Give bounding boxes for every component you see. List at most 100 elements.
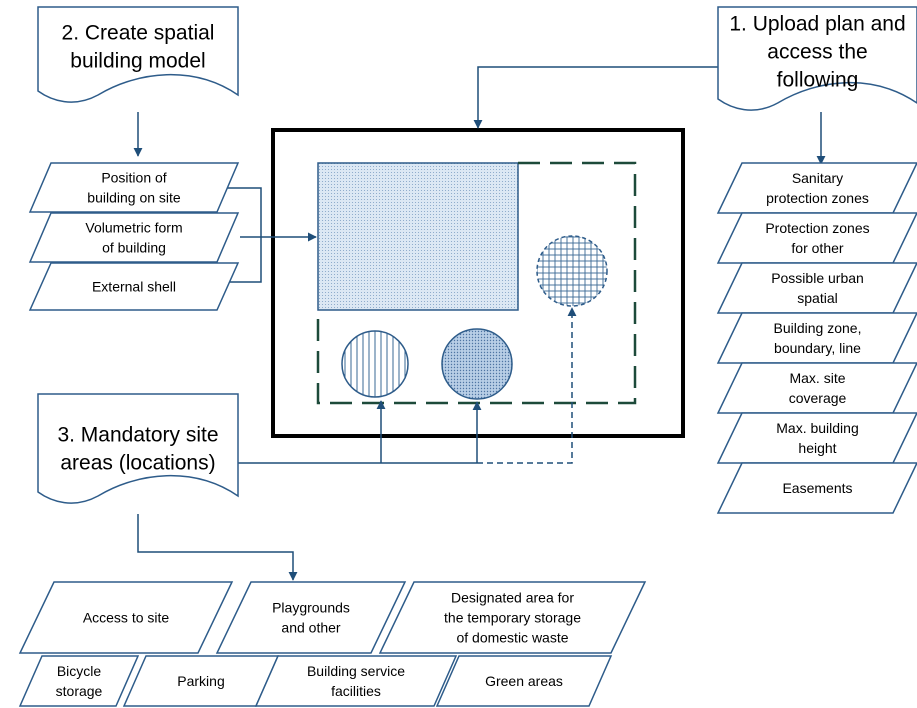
text-line: Building zone, (774, 320, 862, 336)
box-label: Protection zones for other (765, 220, 869, 256)
plan-item: Max. building height (716, 412, 917, 464)
box-label: Building zone, boundary, line (774, 320, 862, 356)
box-label: Playgrounds and other (272, 600, 350, 636)
document-shape (37, 6, 239, 103)
text-line: building on site (87, 190, 181, 206)
text-line: height (798, 440, 836, 456)
text-line: coverage (789, 390, 847, 406)
box-label: External shell (92, 279, 176, 295)
text-line: 2. Create spatial (62, 22, 215, 45)
text-line: of building (102, 240, 166, 256)
model-item: External shell (28, 262, 240, 311)
doc-mandatory-site-areas: 3. Mandatory site areas (locations) (37, 393, 239, 504)
text-line: 1. Upload plan and (729, 13, 905, 36)
box-label: Parking (177, 673, 224, 689)
doc-upload-plan: 1. Upload plan and access the following (717, 6, 917, 111)
connectors (133, 66, 826, 581)
text-line: Protection zones (765, 220, 869, 236)
arrow-mandatory-to-list (137, 514, 298, 581)
text-line: areas (locations) (60, 452, 215, 475)
text-line: spatial (797, 290, 837, 306)
text-line: Designated area for (451, 590, 574, 606)
box-label: Designated area for the temporary storage… (444, 590, 581, 646)
text-line: for other (791, 240, 843, 256)
bracket-model-items (226, 187, 262, 283)
text-line: Easements (782, 480, 852, 496)
parallelogram-shape (28, 212, 240, 263)
text-line: Parking (177, 673, 224, 689)
text-line: building model (70, 50, 205, 73)
parallelogram-shape (28, 162, 240, 213)
document-shapes: 2. Create spatial building model 1. Upload… (37, 6, 917, 504)
box-label: Easements (782, 480, 852, 496)
text-line: Possible urban (771, 270, 864, 286)
text-line: Sanitary (792, 170, 843, 186)
document-title: 2. Create spatial building model (62, 22, 215, 73)
text-line: 3. Mandatory site (57, 424, 218, 447)
box-label: Max. site coverage (789, 370, 847, 406)
parallelogram-shape (18, 581, 234, 654)
text-line: External shell (92, 279, 176, 295)
box-label: Bicycle storage (56, 663, 103, 699)
plan-item: Max. site coverage (716, 362, 917, 414)
text-line: the temporary storage (444, 610, 581, 626)
box-label: Green areas (485, 673, 563, 689)
zone-circle-grid-dashed (536, 235, 608, 307)
box-label: Max. building height (776, 420, 859, 456)
box-label: Building service facilities (307, 663, 405, 699)
document-shape (717, 6, 917, 111)
model-item: Volumetric form of building (28, 212, 240, 263)
text-line: Max. site (789, 370, 845, 386)
plan-item: Building zone, boundary, line (716, 312, 917, 364)
plan-item: Easements (716, 462, 917, 514)
building-footprint (317, 162, 519, 311)
site-area-item: Building service facilities (254, 655, 458, 707)
site-plan-frame (271, 128, 685, 438)
text-line: boundary, line (774, 340, 861, 356)
model-item: Position of building on site (28, 162, 240, 213)
site-area-item: Bicycle storage (18, 655, 140, 707)
plan-item: Protection zones for other (716, 212, 917, 264)
text-line: Building service (307, 663, 405, 679)
zone-circle-filled (441, 328, 513, 400)
box-label: Possible urban spatial (771, 270, 864, 306)
text-line: Access to site (83, 610, 170, 626)
text-line: storage (56, 683, 103, 699)
text-line: Playgrounds (272, 600, 350, 616)
box-label: Sanitary protection zones (766, 170, 869, 206)
parallelogram-shape (254, 655, 458, 707)
text-line: Bicycle (57, 663, 102, 679)
text-line: Max. building (776, 420, 859, 436)
parallelogram-shape (716, 462, 917, 514)
arrow-upload-to-plan (473, 66, 718, 129)
text-line: and other (281, 620, 340, 636)
site-area-item: Access to site (18, 581, 234, 654)
box-label: Volumetric form of building (85, 220, 182, 256)
parallelogram-shape (435, 655, 613, 707)
text-line: Green areas (485, 673, 563, 689)
document-shape (37, 393, 239, 504)
parallelogram-shape (215, 581, 407, 654)
document-title: 3. Mandatory site areas (locations) (57, 424, 218, 475)
box-label: Access to site (83, 610, 170, 626)
text-line: Position of (101, 170, 166, 186)
parallelogram-shape (28, 262, 240, 311)
text-line: facilities (331, 683, 381, 699)
parallelogram-shape (18, 655, 140, 707)
doc-create-spatial-model: 2. Create spatial building model (37, 6, 239, 103)
arrow-to-circle-3 (477, 307, 577, 464)
text-line: following (777, 69, 859, 92)
text-line: of domestic waste (456, 630, 568, 646)
text-line: Volumetric form (85, 220, 182, 236)
site-area-item: Parking (122, 655, 280, 707)
box-label: Position of building on site (87, 170, 181, 206)
document-title: 1. Upload plan and access the following (729, 13, 905, 92)
site-area-item: Playgrounds and other (215, 581, 407, 654)
plan-item: Sanitary protection zones (716, 162, 917, 214)
site-area-item: Designated area for the temporary storage… (378, 581, 647, 654)
text-line: access the (767, 41, 867, 64)
text-line: protection zones (766, 190, 869, 206)
